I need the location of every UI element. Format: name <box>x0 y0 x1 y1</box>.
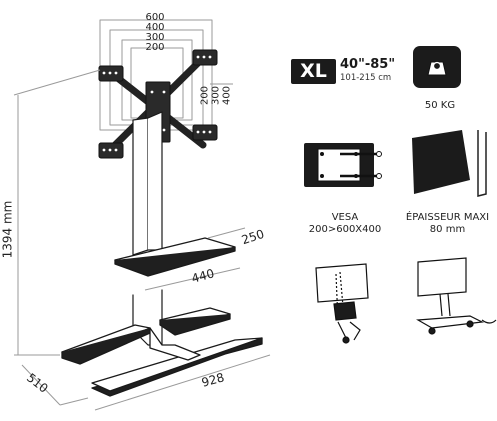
screen-thickness-icon <box>412 130 487 197</box>
glass-shelf <box>114 237 236 277</box>
stand-base <box>61 307 263 397</box>
vesa-width-200: 200 <box>145 42 165 53</box>
tv-stand-drawing <box>61 19 263 397</box>
vesa-width-600: 600 <box>145 12 165 23</box>
vesa-plate-icon <box>304 143 382 187</box>
xl-size-badge: XL <box>291 59 336 84</box>
vesa-width-400: 400 <box>145 22 165 33</box>
vesa-height-400: 400 <box>221 85 233 106</box>
max-load-label: 50 KG <box>424 100 456 111</box>
vesa-height-200: 200 <box>199 85 211 106</box>
thickness-title: ÉPAISSEUR MAXI <box>405 212 490 223</box>
thickness-value: 80 mm <box>429 224 466 235</box>
vesa-width-300: 300 <box>145 32 165 43</box>
weight-icon <box>413 46 461 88</box>
wheeled-stand-icon <box>416 257 497 335</box>
stand-height-label: 1394 mm <box>0 200 15 259</box>
screen-size-range: 40"-85" <box>340 57 396 72</box>
vesa-height-300: 300 <box>210 85 222 106</box>
screen-size-cm: 101-215 cm <box>340 73 392 83</box>
stand-column <box>132 111 163 346</box>
vesa-value: 200>600X400 <box>308 224 382 235</box>
dimension-lines <box>13 69 271 411</box>
cable-management-icon <box>315 263 369 344</box>
vesa-title: VESA <box>331 212 359 223</box>
